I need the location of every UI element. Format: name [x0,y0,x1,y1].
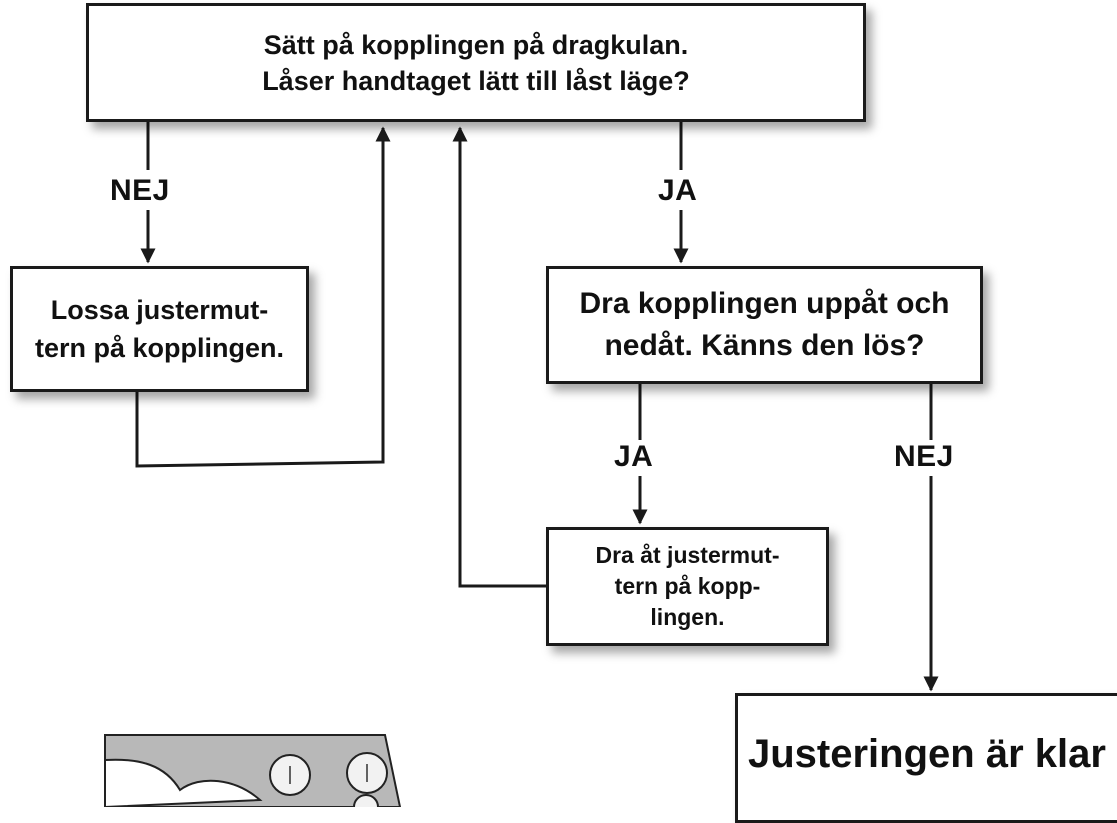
node-question-handle: Sätt på kopplingen på dragkulan. Låser h… [86,3,866,122]
node-loosen-nut-text: Lossa justermut- tern på kopplingen. [34,295,284,363]
node-question-loose-text: Dra kopplingen uppåt och nedåt. Känns de… [579,287,950,362]
coupling-illustration [104,734,402,807]
node-done-text: Justeringen är klar [748,732,1106,776]
edge-label-yes-1: JA [652,174,704,208]
edge-loosen-return [135,126,391,468]
node-tighten-nut: Dra åt justermut- tern på kopp- lingen. [546,527,829,646]
node-tighten-nut-text: Dra åt justermut- tern på kopp- lingen. [595,542,780,630]
node-done: Justeringen är klar [735,693,1117,823]
edge-label-yes-2: JA [608,440,660,474]
node-loosen-nut: Lossa justermut- tern på kopplingen. [10,266,309,392]
edge-label-no-2: NEJ [888,440,960,474]
edge-tighten-return [452,126,546,588]
node-question-loose: Dra kopplingen uppåt och nedåt. Känns de… [546,266,983,384]
edge-label-no-1: NEJ [104,174,176,208]
node-question-handle-text: Sätt på kopplingen på dragkulan. Låser h… [262,29,690,96]
